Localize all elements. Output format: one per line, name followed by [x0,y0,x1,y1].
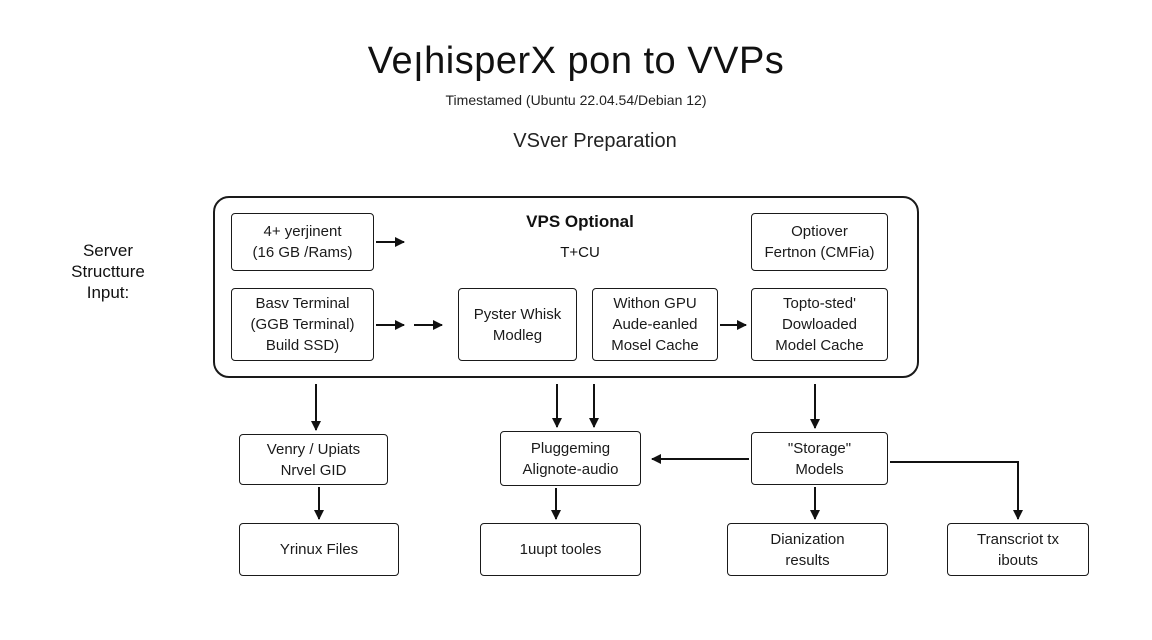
node-text: 4+ yerjinent [263,223,342,240]
node-tooles: 1uupt tooles [480,523,641,576]
node-gpu: Withon GPU Aude-eanled Mosel Cache [592,288,718,361]
node-text: Mosel Cache [611,337,699,354]
side-label-line: Input: [86,283,130,302]
node-text: Dianization [770,530,845,548]
node-text: 1uupt tooles [519,541,602,558]
side-label-line: Structture [71,262,145,281]
node-text: Dowloaded [781,316,858,333]
node-text: Fertnon (CMFia) [764,244,875,261]
node-text: Pyster Whisk [473,305,562,323]
diagram-subtitle: Timestamed (Ubuntu 22.04.54/Debian 12) [445,92,707,108]
node-text: Models [795,460,844,478]
node-text: Alignote-audio [522,460,619,478]
node-text: "Storage" [787,439,852,457]
node-text: Build SSD) [265,337,340,354]
node-venry: Venry / Upiats Nrvel GID [239,434,388,485]
node-downloaded: Topto-sted' Dowloaded Model Cache [751,288,888,361]
node-plugging: Pluggeming Alignote-audio [500,431,641,486]
node-text: Basv Terminal [255,295,350,312]
diagram-title: VeꞁhisperX pon to VVPs [367,40,785,82]
frame-subheading: T+CU [560,244,600,261]
node-text: (GGB Terminal) [250,316,355,333]
vps-frame [213,196,919,378]
node-text: results [785,551,830,569]
node-text: Nrvel GID [280,461,347,479]
node-text: Optiover [791,223,848,240]
node-text: Model Cache [775,337,864,354]
node-requirement: 4+ yerjinent (16 GB /Rams) [231,213,374,271]
node-text: Venry / Upiats [266,440,361,458]
node-storage: "Storage" Models [751,432,888,485]
node-pyster: Pyster Whisk Modleg [458,288,577,361]
section-heading: VSver Preparation [513,130,677,152]
node-text: Aude-eanled [612,316,698,333]
node-dianization: Dianization results [727,523,888,576]
side-label-line: Server [82,241,134,260]
node-text: Transcriot tx [977,530,1059,548]
node-text: Pluggeming [530,439,611,457]
node-transcript: Transcriot tx ibouts [947,523,1089,576]
node-files: Yrinux Files [239,523,399,576]
node-text: (16 GB /Rams) [252,244,353,261]
node-optiover: Optiover Fertnon (CMFia) [751,213,888,271]
node-text: Withon GPU [613,295,697,312]
node-terminal: Basv Terminal (GGB Terminal) Build SSD) [231,288,374,361]
node-text: Topto-sted' [783,295,856,312]
arrow-storage-to-transcript [890,461,1023,520]
node-text: Modleg [492,326,543,344]
node-text: ibouts [997,551,1039,569]
frame-heading: VPS Optional [526,212,634,231]
node-text: Yrinux Files [279,541,359,558]
side-label: Server Structture Input: [58,240,158,303]
